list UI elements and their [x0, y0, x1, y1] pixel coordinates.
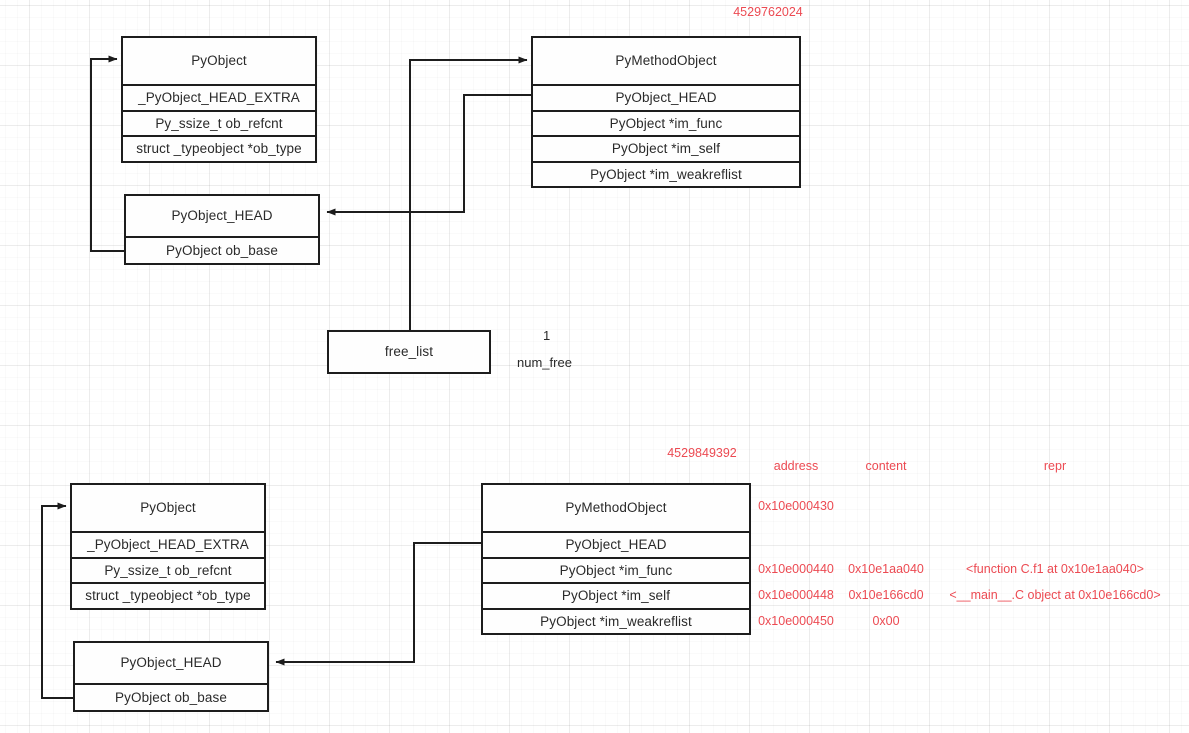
wire-top-obbase-to-pyobject: [90, 55, 124, 252]
bottom-object-id-label: 4529849392: [667, 446, 737, 460]
memory-row-2-content: 0x10e1aa040: [848, 562, 924, 576]
top-pymethodobject-title: PyMethodObject: [615, 53, 717, 69]
memory-row-3-repr: <__main__.C object at 0x10e166cd0>: [949, 588, 1161, 602]
top-pyobject-field-ob-type: struct _typeobject *ob_type: [123, 135, 315, 161]
bottom-pymethodobject-field-im-func: PyObject *im_func: [483, 556, 749, 583]
bottom-pyobject-head-field-ob-base: PyObject ob_base: [75, 682, 267, 710]
memory-row-3-content: 0x10e166cd0: [848, 588, 924, 602]
memory-table-header-repr: repr: [1043, 459, 1067, 473]
bottom-pymethodobject-title: PyMethodObject: [565, 500, 667, 516]
bottom-pymethodobject-field-im-weakreflist: PyObject *im_weakreflist: [483, 607, 749, 634]
wire-top-pymethod-head-to-pyobjecthead: [326, 94, 531, 216]
num-free-label: num_free: [517, 355, 572, 370]
top-pyobject-field-head-extra: _PyObject_HEAD_EXTRA: [123, 84, 315, 110]
top-pymethodobject-field-im-weakreflist: PyObject *im_weakreflist: [533, 160, 799, 187]
top-pymethodobject-struct: PyMethodObject PyObject_HEAD PyObject *i…: [531, 36, 801, 188]
top-pyobject-head-struct: PyObject_HEAD PyObject ob_base: [124, 194, 320, 265]
memory-row-2-address: 0x10e000440: [758, 562, 834, 576]
memory-table-header-address: address: [773, 459, 819, 473]
free-list-label: free_list: [384, 344, 434, 360]
bottom-pyobject-field-ob-type: struct _typeobject *ob_type: [72, 582, 264, 608]
wire-bottom-pymethod-head-to-pyobjecthead: [275, 542, 481, 666]
bottom-pymethodobject-struct: PyMethodObject PyObject_HEAD PyObject *i…: [481, 483, 751, 635]
top-object-id-label: 4529762024: [733, 5, 803, 19]
bottom-pyobject-head-title: PyObject_HEAD: [120, 655, 222, 671]
bottom-pymethodobject-field-im-self: PyObject *im_self: [483, 582, 749, 608]
top-pymethodobject-field-im-func: PyObject *im_func: [533, 109, 799, 136]
bottom-pyobject-field-ob-refcnt: Py_ssize_t ob_refcnt: [72, 556, 264, 583]
bottom-pyobject-struct: PyObject _PyObject_HEAD_EXTRA Py_ssize_t…: [70, 483, 266, 610]
memory-row-0-address: 0x10e000430: [758, 499, 834, 513]
wire-bottom-obbase-to-pyobject: [41, 502, 73, 699]
top-pyobject-field-ob-refcnt: Py_ssize_t ob_refcnt: [123, 109, 315, 136]
bottom-pyobject-head-struct: PyObject_HEAD PyObject ob_base: [73, 641, 269, 712]
wire-freelist-to-pymethodobject: [409, 56, 528, 330]
top-pymethodobject-field-head: PyObject_HEAD: [533, 84, 799, 110]
memory-row-4-content: 0x00: [872, 614, 900, 628]
top-pyobject-title: PyObject: [191, 53, 247, 69]
bottom-pyobject-field-head-extra: _PyObject_HEAD_EXTRA: [72, 531, 264, 557]
top-pymethodobject-field-im-self: PyObject *im_self: [533, 135, 799, 161]
memory-row-3-address: 0x10e000448: [758, 588, 834, 602]
bottom-pymethodobject-field-head: PyObject_HEAD: [483, 531, 749, 557]
top-pyobject-head-field-ob-base: PyObject ob_base: [126, 235, 318, 263]
memory-table-header-content: content: [865, 459, 907, 473]
bottom-pyobject-title: PyObject: [140, 500, 196, 516]
memory-row-2-repr: <function C.f1 at 0x10e1aa040>: [966, 562, 1144, 576]
memory-row-4-address: 0x10e000450: [758, 614, 834, 628]
num-free-value: 1: [543, 328, 551, 343]
free-list-box: free_list: [327, 330, 491, 374]
top-pyobject-struct: PyObject _PyObject_HEAD_EXTRA Py_ssize_t…: [121, 36, 317, 163]
top-pyobject-head-title: PyObject_HEAD: [171, 208, 273, 224]
